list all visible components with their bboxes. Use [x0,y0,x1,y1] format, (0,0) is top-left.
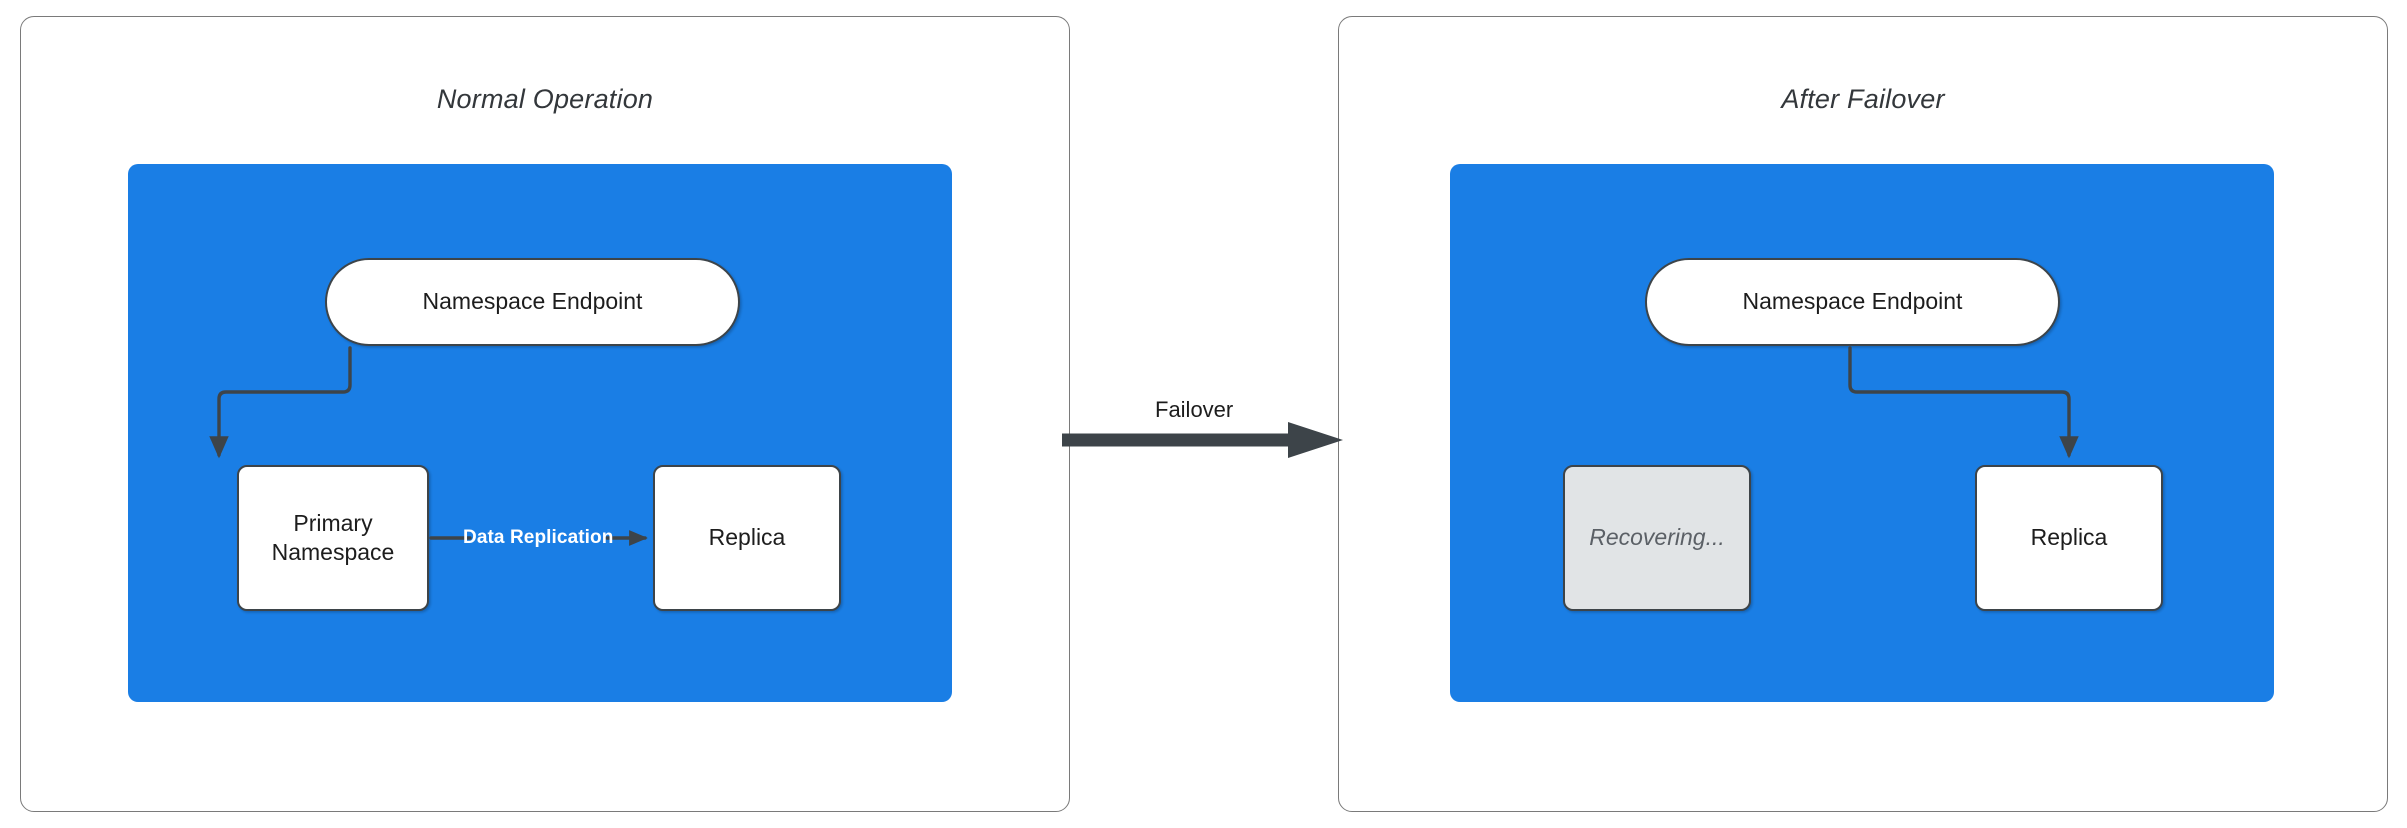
node-label: Namespace Endpoint [422,288,643,315]
blue-region-after-failover [1450,164,2274,702]
node-label: Replica [708,524,786,551]
node-recovering[interactable]: Recovering... [1563,465,1751,611]
edge-label-data-replication: Data Replication [463,527,614,548]
panel-title-after-failover: After Failover [1781,84,1945,114]
node-namespace-endpoint-failover-side[interactable]: Namespace Endpoint [1645,258,2060,346]
edge-failover-transition [1062,422,1343,458]
node-replica-right[interactable]: Replica [1975,465,2163,611]
blue-region-normal-operation [128,164,952,702]
node-replica-left[interactable]: Replica [653,465,841,611]
node-label: Namespace Endpoint [1742,288,1963,315]
node-label: Replica [2030,524,2108,551]
edge-label-failover: Failover [1155,397,1234,422]
panel-title-normal-operation: Normal Operation [436,84,654,114]
node-namespace-endpoint-primary-side[interactable]: Namespace Endpoint [325,258,740,346]
node-label: Recovering... [1589,524,1725,551]
